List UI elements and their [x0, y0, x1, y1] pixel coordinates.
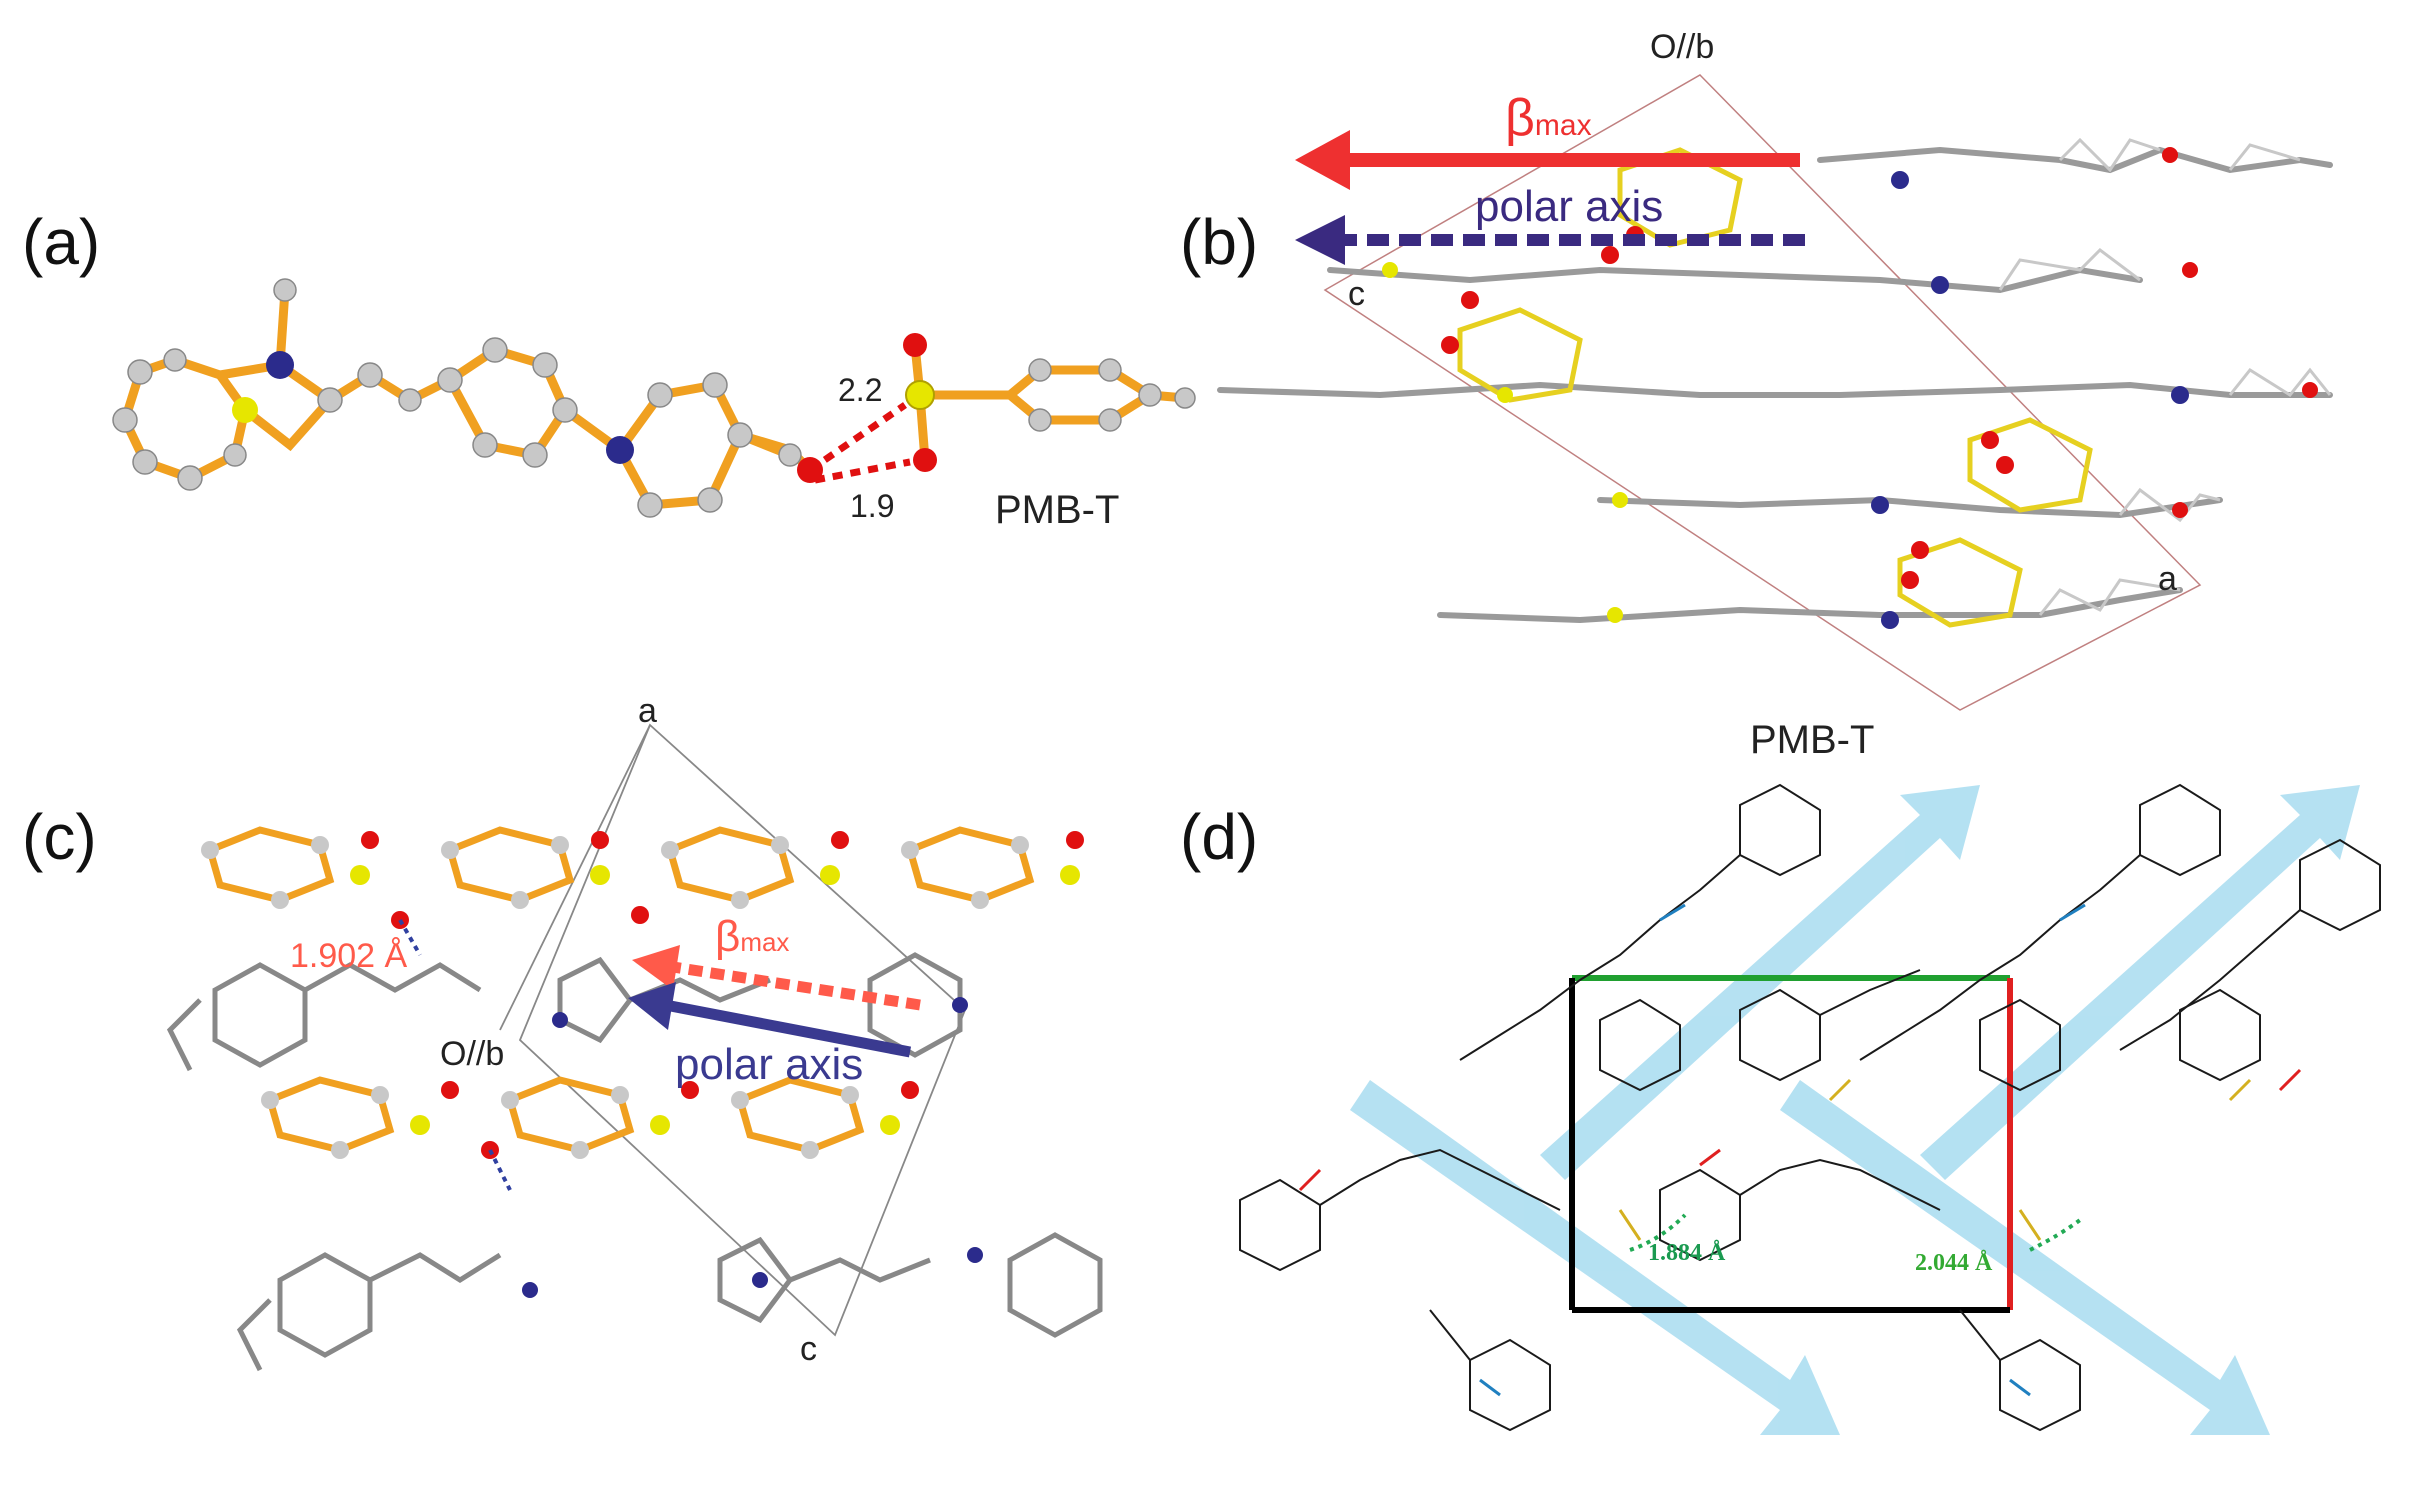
panel-d: (d) [1180, 770, 2418, 1497]
polar-axis-label: polar axis [1475, 182, 1664, 231]
molecule-name-b: PMB-T [1750, 718, 1875, 762]
hbond-distance-c: 1.902 Å [290, 937, 408, 975]
oxygen-atom [797, 457, 823, 483]
axis-label-ob-c: O//b [440, 1035, 505, 1073]
molecule-structure-a [112, 278, 1196, 518]
panel-c: (c) [0, 692, 1200, 1497]
panel-a-label: (a) [22, 206, 101, 278]
oxygen-atom [913, 448, 937, 472]
beta-symbol-c: β [715, 912, 741, 961]
beta-max-arrow-c [659, 959, 921, 1011]
beta-max-label-c: βmax [715, 912, 789, 962]
cyan-arrow [1780, 1080, 2270, 1435]
cyan-arrow [1920, 785, 2360, 1180]
hbond-distance-d2: 2.044 Å [1915, 1250, 1993, 1276]
polar-axis-arrow-c [653, 997, 912, 1058]
nitrogen-atom [606, 436, 634, 464]
sulfur-atom [232, 397, 258, 423]
axis-label-ob: O//b [1650, 28, 1715, 66]
nitrogen-atom [266, 351, 294, 379]
axis-label-c: c [1348, 275, 1365, 313]
panel-a: (a) [0, 0, 1200, 700]
axis-label-c-c: c [800, 1330, 817, 1368]
beta-subscript-c: max [740, 927, 790, 957]
axis-label-a-c: a [638, 692, 657, 730]
distance-label-1: 2.2 [838, 372, 883, 408]
panel-b-label: (b) [1180, 206, 1259, 278]
crystal-packing-c [166, 723, 1103, 1372]
beta-max-label: βmax [1505, 88, 1592, 148]
axis-label-a: a [2158, 560, 2177, 598]
sulfur-atom [905, 380, 935, 410]
beta-subscript: max [1534, 109, 1592, 142]
cyan-arrow [1540, 785, 1980, 1180]
panel-c-label: (c) [22, 801, 97, 873]
oxygen-atom [903, 333, 927, 357]
panel-b: (b) [1180, 0, 2418, 770]
distance-label-2: 1.9 [850, 488, 895, 524]
crystal-packing-b [1217, 74, 2333, 711]
molecule-name-a: PMB-T [995, 488, 1120, 532]
crystal-packing-d [1239, 783, 2381, 1435]
hbond-distance-d1: 1.884 Å [1648, 1240, 1726, 1266]
cyan-arrow [1350, 1080, 1840, 1435]
beta-symbol: β [1505, 89, 1535, 147]
panel-d-label: (d) [1180, 801, 1259, 873]
polar-axis-label-c: polar axis [675, 1040, 864, 1089]
